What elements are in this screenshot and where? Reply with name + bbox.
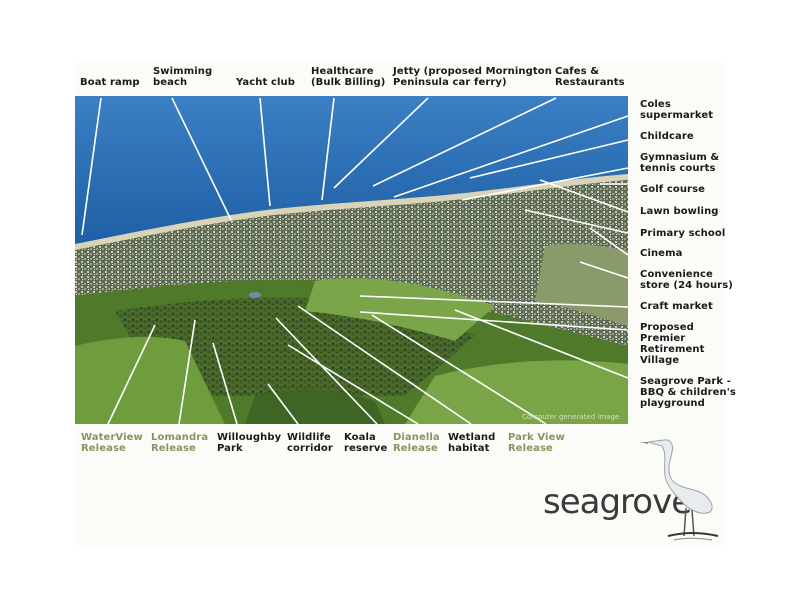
label-convenience-store: Convenience store (24 hours) [640, 269, 733, 291]
label-cinema: Cinema [640, 248, 683, 259]
label-willoughby-park: Willoughby Park [217, 432, 282, 454]
label-lomandra-release: Lomandra Release [151, 432, 209, 454]
label-dianella-release: Dianella Release [393, 432, 440, 454]
label-coles-supermarket: Coles supermarket [640, 99, 714, 121]
label-gymnasium: Gymnasium & tennis courts [640, 152, 720, 174]
label-healthcare: Healthcare (Bulk Billing) [311, 66, 386, 88]
label-swimming-beach: Swimming beach [153, 66, 213, 88]
aerial-illustration [75, 96, 628, 424]
label-boat-ramp: Boat ramp [80, 77, 140, 88]
label-golf-course: Golf course [640, 184, 706, 195]
label-primary-school: Primary school [640, 228, 726, 239]
label-cafes: Cafes & Restaurants [555, 66, 625, 88]
label-lawn-bowling: Lawn bowling [640, 206, 719, 217]
heron-logo-icon [640, 439, 719, 541]
label-parkview-release: Park View Release [508, 432, 565, 454]
label-wildlife-corridor: Wildlife corridor [287, 432, 333, 454]
label-jetty: Jetty (proposed Mornington Peninsula car… [393, 66, 552, 88]
label-yacht-club: Yacht club [236, 77, 296, 88]
label-wetland-habitat: Wetland habitat [448, 432, 496, 454]
image-caption: Computer generated image [522, 413, 620, 421]
seagrove-logo-text: seagrove [543, 482, 692, 522]
aerial-photo [75, 96, 628, 424]
label-koala-reserve: Koala reserve [344, 432, 388, 454]
label-waterview-release: WaterView Release [81, 432, 143, 454]
label-seagrove-park: Seagrove Park - BBQ & children's playgro… [640, 376, 736, 409]
label-childcare: Childcare [640, 131, 694, 142]
label-craft-market: Craft market [640, 301, 713, 312]
label-retirement-village: Proposed Premier Retirement Village [640, 322, 705, 366]
